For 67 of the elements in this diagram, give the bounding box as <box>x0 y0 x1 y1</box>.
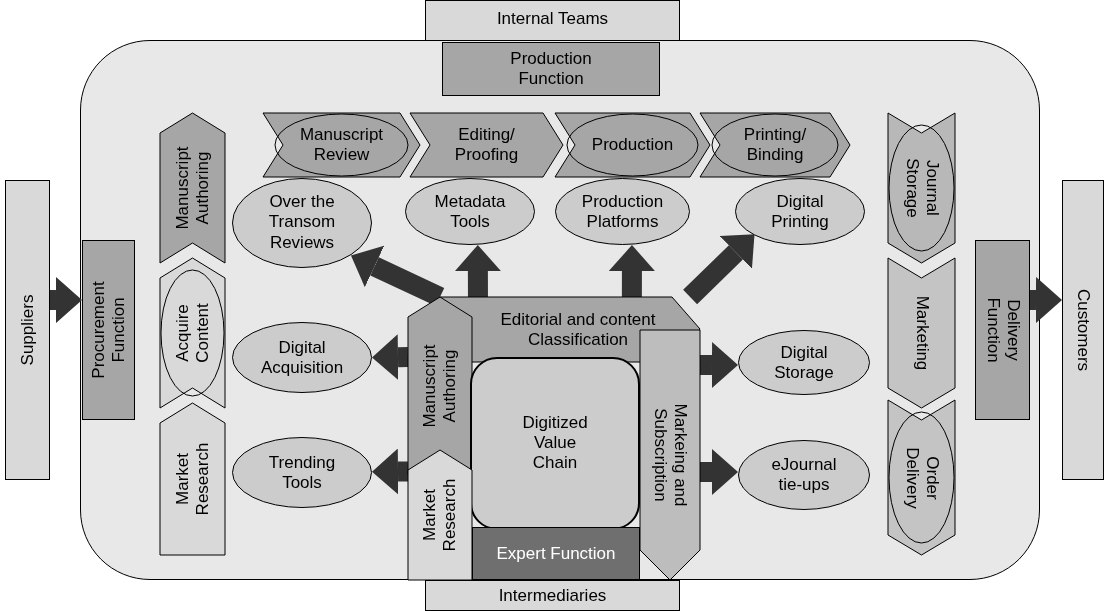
side-bar <box>1062 180 1104 480</box>
node-label: Manuscript Authoring <box>419 343 460 430</box>
oval-node <box>738 330 870 395</box>
node-label: Metadata Tools <box>433 191 507 232</box>
node-label: Market Research <box>172 441 213 518</box>
node-label: Printing/ Binding <box>742 124 808 166</box>
oval-node <box>232 322 372 393</box>
node-label: Digital Storage <box>773 342 835 383</box>
chevron-step <box>410 113 563 177</box>
side-bar <box>5 180 50 480</box>
chevron-step <box>263 113 420 177</box>
node-label: Editing/ Proofing <box>453 124 520 166</box>
node-label: Intermediaries <box>498 585 607 606</box>
block-arrow <box>49 277 83 323</box>
node-label: Marketing <box>911 295 932 371</box>
vertical-step <box>888 258 955 408</box>
node-label: Production <box>591 134 674 156</box>
vertical-step <box>888 113 955 263</box>
node-label: Suppliers <box>17 294 38 366</box>
node-label: Digitized Value Chain <box>521 412 589 475</box>
node-label: Digital Printing <box>770 191 830 232</box>
function-box <box>975 240 1030 420</box>
block-arrow <box>454 244 501 298</box>
block-arrow <box>608 245 655 297</box>
node-label: eJournal tie-ups <box>770 454 838 496</box>
node-label: Acquire Content <box>172 302 213 365</box>
chevron-step <box>555 113 710 177</box>
oval-node <box>555 178 690 245</box>
function-box <box>442 42 660 96</box>
node-label: Digital Acquisition <box>259 337 345 378</box>
node-label: Markeing and Subscription <box>650 402 691 509</box>
vertical-step <box>160 113 225 263</box>
vertical-step <box>160 403 225 555</box>
oval-node <box>405 178 535 245</box>
vertical-step <box>160 258 225 408</box>
oval-node <box>232 178 372 268</box>
node-label: Internal Teams <box>496 8 609 30</box>
block-arrow <box>371 448 409 495</box>
node-label: Over the Transom Reviews <box>267 192 337 254</box>
node-label: Expert Function <box>496 543 616 564</box>
vertical-step <box>640 330 700 580</box>
block-arrow <box>699 342 739 389</box>
chevron-step <box>700 113 850 177</box>
node-label: Journal Storage <box>901 157 942 220</box>
label-bar <box>425 0 680 42</box>
node-label: Trending Tools <box>267 452 337 493</box>
vertical-step <box>408 450 472 580</box>
node-label: Manuscript Review <box>298 124 385 166</box>
center-box <box>470 357 640 530</box>
label-bar <box>425 580 680 611</box>
node-label: Production Platforms <box>580 191 665 232</box>
node-label: Customers <box>1073 288 1094 372</box>
function-box <box>82 240 135 420</box>
vertical-step <box>888 400 955 555</box>
node-label: Procurement Function <box>88 280 129 381</box>
node-label: Delivery Function <box>982 296 1023 365</box>
node-label: Production Function <box>509 48 593 90</box>
node-label: Manuscript Authoring <box>172 145 213 232</box>
node-label: Editorial and content Classification <box>499 309 657 350</box>
block-arrow <box>1029 276 1063 323</box>
oval-node <box>738 440 870 510</box>
function-box <box>472 527 640 580</box>
block-arrow <box>700 449 738 495</box>
oval-node <box>232 437 372 508</box>
oval-node <box>735 178 865 245</box>
node-label: Order Delivery <box>901 445 942 511</box>
node-label: Market Research <box>419 477 460 554</box>
